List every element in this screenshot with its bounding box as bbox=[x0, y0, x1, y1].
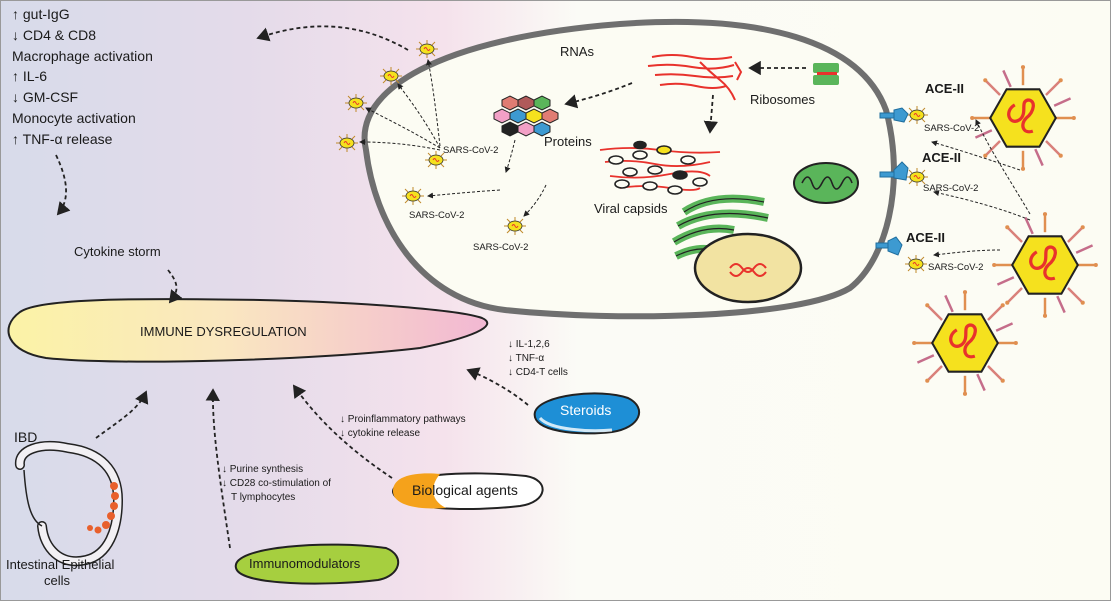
steroids-effect-item: ↓ TNF-α bbox=[508, 353, 545, 364]
proteins-label: Proteins bbox=[544, 134, 592, 149]
viral-capsids bbox=[599, 140, 721, 195]
pathway-arrows bbox=[55, 25, 806, 549]
ibd-label: IBD bbox=[14, 429, 38, 445]
intestine-illustration bbox=[14, 441, 124, 567]
immunomodulators-effect-item: ↓ Purine synthesis bbox=[222, 464, 304, 475]
biological-effect-item: ↓ cytokine release bbox=[340, 428, 421, 439]
biological-effects: ↓ Proinflammatory pathways ↓ cytokine re… bbox=[340, 413, 466, 441]
immunomodulators-effect-item: T lymphocytes bbox=[231, 492, 296, 503]
ace2-label: ACE-II bbox=[922, 150, 961, 165]
intestinal-cells-label-line1: Intestinal Epithelial bbox=[6, 557, 115, 572]
biological-effect-item: ↓ Proinflammatory pathways bbox=[340, 414, 466, 425]
effect-item: ↓ GM-CSF bbox=[12, 89, 79, 106]
immunomodulators-pill bbox=[234, 543, 400, 585]
effect-item: Monocyte activation bbox=[12, 109, 136, 126]
effect-item: Macrophage activation bbox=[12, 47, 153, 64]
steroids-effect-item: ↓ IL-1,2,6 bbox=[508, 339, 550, 350]
ace2-label: ACE-II bbox=[925, 81, 964, 96]
viral-capsids-label: Viral capsids bbox=[594, 201, 668, 216]
immune-dysregulation-pill bbox=[7, 298, 489, 363]
effect-item: ↓ CD4 & CD8 bbox=[12, 26, 97, 43]
immune-effects-list: ↑ gut-IgG ↓ CD4 & CD8 Macrophage activat… bbox=[12, 4, 153, 150]
ace2-receptors bbox=[875, 107, 909, 256]
steroids-label: Steroids bbox=[560, 402, 612, 418]
ribosomes-label: Ribosomes bbox=[750, 92, 816, 107]
receptor-virus-label: SARS-CoV-2 bbox=[923, 183, 979, 194]
endoplasmic-reticulum bbox=[671, 194, 769, 260]
steroids-pill bbox=[533, 392, 640, 435]
immunomodulators-label: Immunomodulators bbox=[249, 556, 361, 571]
virus-label: SARS-CoV-2 bbox=[443, 145, 499, 156]
rna-strands bbox=[647, 54, 743, 101]
immunomodulators-effects: ↓ Purine synthesis ↓ CD28 co-stimulation… bbox=[222, 463, 331, 505]
virion-release-arrows bbox=[359, 59, 1031, 258]
immune-dysregulation-label: IMMUNE DYSREGULATION bbox=[140, 324, 307, 339]
effect-item: ↑ gut-IgG bbox=[12, 6, 70, 22]
effect-item: ↑ IL-6 bbox=[12, 68, 48, 85]
effect-item: ↑ TNF-α release bbox=[12, 130, 113, 147]
cytokine-storm-label: Cytokine storm bbox=[74, 244, 161, 259]
biological-agents-label: Biological agents bbox=[412, 482, 518, 498]
ribosome bbox=[813, 63, 839, 85]
steroids-effects: ↓ IL-1,2,6 ↓ TNF-α ↓ CD4-T cells bbox=[508, 338, 568, 380]
receptor-virus-label: SARS-CoV-2 bbox=[928, 262, 984, 273]
virus-label: SARS-CoV-2 bbox=[409, 210, 465, 221]
ace2-label: ACE-II bbox=[906, 230, 945, 245]
nucleus bbox=[693, 232, 803, 304]
steroids-effect-item: ↓ CD4-T cells bbox=[508, 367, 568, 378]
receptor-virus-label: SARS-CoV-2 bbox=[924, 123, 980, 134]
proteins-cluster bbox=[493, 95, 559, 137]
intestinal-cells-label-line2: cells bbox=[44, 573, 71, 588]
immunomodulators-effect-item: ↓ CD28 co-stimulation of bbox=[222, 478, 331, 489]
mitochondrion bbox=[793, 162, 859, 204]
rnas-label: RNAs bbox=[560, 44, 594, 59]
virus-label: SARS-CoV-2 bbox=[473, 242, 529, 253]
